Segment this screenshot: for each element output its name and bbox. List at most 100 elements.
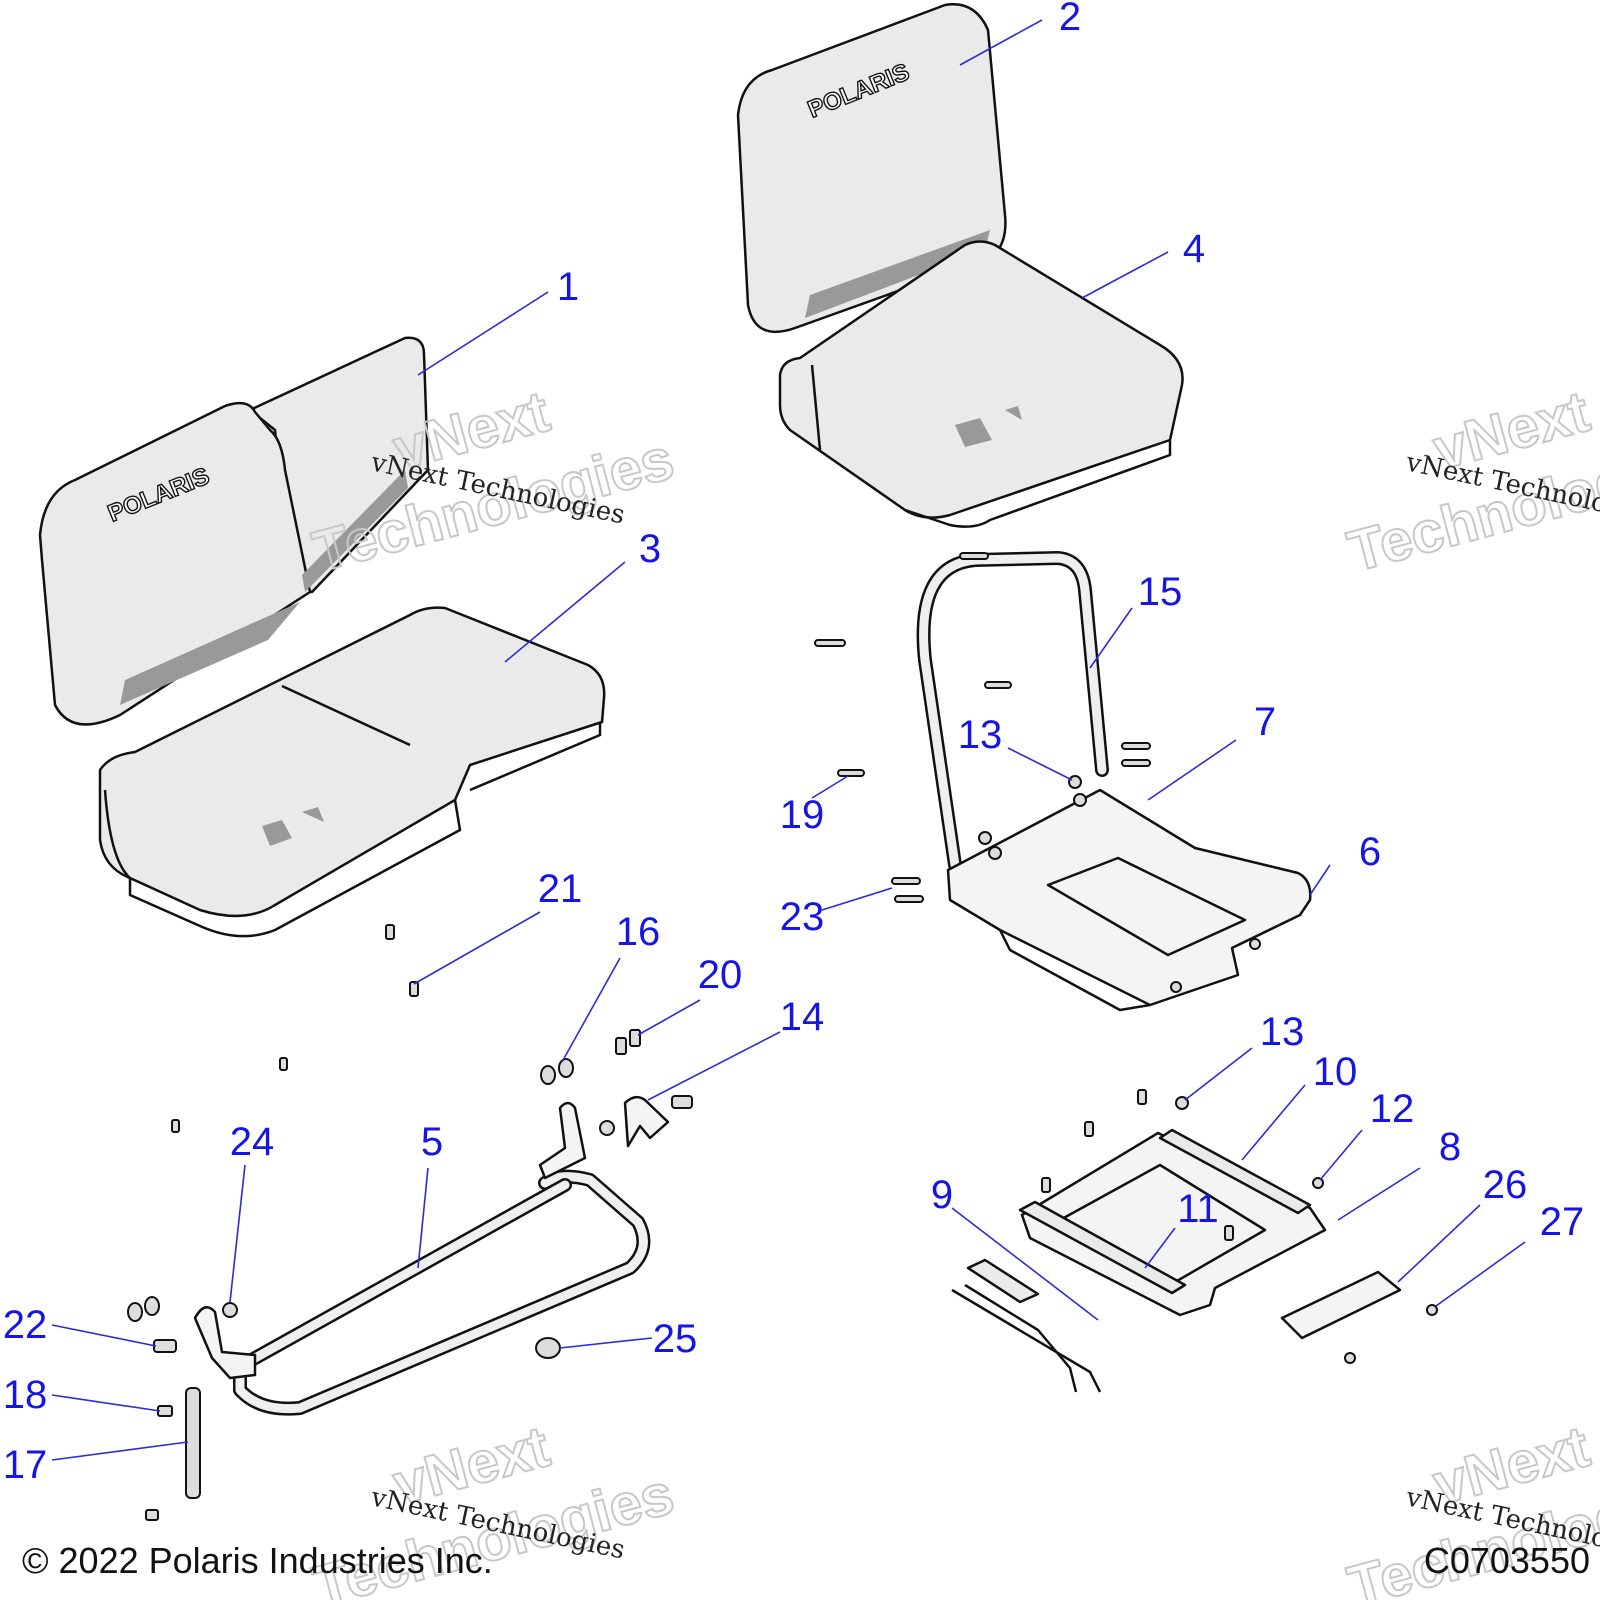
- leader-15: [1089, 607, 1133, 669]
- bolt-23: [894, 895, 924, 903]
- bolt: [1121, 742, 1151, 750]
- bucket-cushion-edge: [810, 364, 1172, 528]
- callout-11: 11: [1177, 1187, 1219, 1231]
- seat-back-frame-highlight: [919, 553, 1107, 870]
- pin-18: [157, 1405, 173, 1417]
- bolt-14: [671, 1095, 693, 1109]
- callout-20: 20: [698, 953, 743, 997]
- callout-24: 24: [230, 1120, 275, 1164]
- clip-27: [1426, 1304, 1438, 1316]
- leader-2: [959, 19, 1043, 66]
- callout-13a: 13: [958, 713, 1003, 757]
- leader-19: [811, 775, 849, 799]
- callout-4: 4: [1183, 227, 1205, 271]
- callout-7: 7: [1254, 700, 1276, 744]
- screw: [1041, 1177, 1051, 1193]
- nut-13: [1073, 793, 1087, 807]
- bolt: [1121, 759, 1151, 767]
- seat-base-edge: [998, 929, 1151, 1012]
- leader-24: [229, 1164, 246, 1303]
- callout-10: 10: [1313, 1050, 1358, 1094]
- leader-4: [1081, 251, 1169, 299]
- leader-3: [504, 561, 626, 663]
- base-frame-inner-highlight: [243, 1180, 570, 1367]
- seat-base-hole: [1170, 981, 1182, 993]
- bolt: [984, 681, 1012, 689]
- washer: [127, 1302, 143, 1322]
- bucket-cushion-body: [778, 240, 1184, 519]
- leader-6: [1309, 864, 1331, 896]
- cushion-seam: [281, 684, 411, 747]
- leader-13a: [1007, 747, 1073, 781]
- callout-27: 27: [1540, 1200, 1585, 1244]
- bolt: [814, 639, 846, 647]
- backrest-right-shadow: [302, 470, 408, 592]
- bolt-20: [629, 1029, 641, 1047]
- backrest-left-panel: [38, 401, 312, 726]
- screw: [1224, 1225, 1234, 1241]
- bracket-26: [1280, 1270, 1402, 1340]
- seat-base-pan: [946, 788, 1312, 1007]
- screw: [1084, 1121, 1094, 1137]
- bench-seat-base-frame: [193, 1095, 670, 1416]
- nut: [988, 846, 1002, 860]
- release-lever-housing: [966, 1258, 1040, 1304]
- washer-16: [558, 1058, 574, 1078]
- pin: [145, 1509, 159, 1521]
- base-frame-right-bracket: [538, 1101, 587, 1180]
- callout-1: 1: [557, 265, 579, 309]
- base-frame-outer-highlight: [235, 1172, 648, 1414]
- screw-12: [1312, 1177, 1324, 1189]
- nut: [599, 1120, 615, 1136]
- leader-23: [821, 887, 893, 911]
- callout-13b: 13: [1260, 1010, 1305, 1054]
- leader-9: [951, 1207, 1099, 1321]
- bolt-23: [891, 877, 921, 885]
- release-handle-9: [951, 1283, 1102, 1393]
- callout-2: 2: [1059, 0, 1081, 39]
- seat-frame-assembly: [916, 551, 1312, 1012]
- washer: [144, 1296, 160, 1316]
- diagram-code: C0703550: [1424, 1540, 1590, 1581]
- callout-12: 12: [1370, 1087, 1415, 1131]
- leader-26: [1397, 1204, 1481, 1283]
- bolt: [959, 552, 989, 560]
- slider-rail-10: [1158, 1128, 1312, 1215]
- callout-labels: 1 2 3 4 5 6 7 8 9 10 11 12 13 13 14 15 1…: [3, 0, 1585, 1487]
- leader-13b: [1184, 1047, 1253, 1101]
- nut: [978, 831, 992, 845]
- cushion-mark-1: [262, 820, 292, 846]
- bolt-19: [837, 769, 865, 777]
- bucket-seat-cushion: [778, 240, 1184, 528]
- backrest-shadow: [120, 602, 300, 705]
- callout-3: 3: [639, 527, 661, 571]
- cap-25: [535, 1337, 561, 1359]
- leader-5: [417, 1167, 429, 1269]
- screw: [385, 924, 395, 940]
- bolt-20: [615, 1037, 627, 1055]
- callout-25: 25: [653, 1317, 698, 1361]
- callout-26: 26: [1483, 1163, 1528, 1207]
- nut-24: [222, 1302, 238, 1318]
- bucket-seat-backrest: POLARIS: [736, 3, 1007, 333]
- leader-8: [1337, 1167, 1421, 1221]
- callout-5: 5: [421, 1120, 443, 1164]
- leader-17: [51, 1441, 189, 1461]
- callout-16: 16: [616, 910, 661, 954]
- callout-14: 14: [780, 995, 825, 1039]
- bucket-cushion-mark: [955, 418, 992, 447]
- leader-14: [647, 1031, 781, 1101]
- bucket-cushion-mark-2: [1005, 406, 1022, 420]
- cushion-right-edge: [469, 722, 602, 792]
- screw: [1344, 1352, 1356, 1364]
- copyright-text: © 2022 Polaris Industries Inc.: [22, 1540, 493, 1581]
- gas-strut-17: [185, 1387, 201, 1499]
- leader-11: [1144, 1227, 1176, 1269]
- screw: [279, 1057, 288, 1071]
- bucket-backrest-shadow: [805, 230, 990, 318]
- leader-22: [51, 1324, 157, 1347]
- leader-1: [417, 291, 549, 376]
- leader-27: [1435, 1241, 1526, 1307]
- slider-rail-11: [1018, 1200, 1187, 1295]
